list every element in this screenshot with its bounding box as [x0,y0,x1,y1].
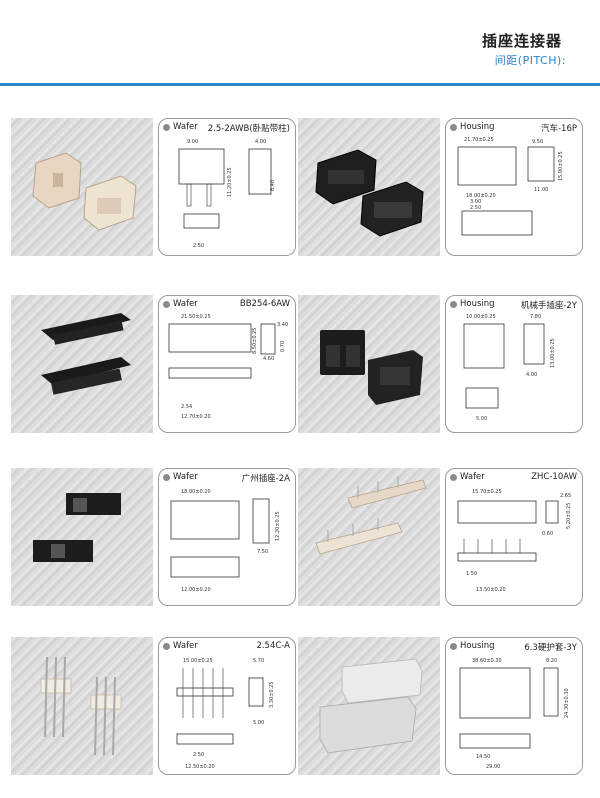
dimension-drawing: Housing 6.3硬护套-3Y 38.60±0.30 8.20 24.30±… [445,637,583,775]
dim-label: 1.50 [466,571,477,577]
dim-label: 0.70 [280,341,286,352]
dim-label: 14.50 [476,754,490,760]
dim-label: 8.40 [270,180,276,191]
dimension-drawing: Housing 汽车-16P 21.70±0.25 9.50 15.00±0.2… [445,118,583,256]
dim-label: 11.20±0.25 [227,167,233,197]
product-type: Wafer [460,472,485,482]
dim-label: 9.50 [532,139,543,145]
product-card: Wafer BB254-6AW 21.50±0.25 3.40 8.50±0.2… [11,295,296,433]
bullet-icon [450,123,457,131]
product-card: Wafer ZHC-10AW 15.70±0.25 2.65 5.20±0.25… [298,468,583,606]
bullet-icon [163,300,170,308]
dim-label: 18.00±0.20 [181,489,211,495]
product-card: Housing 汽车-16P 21.70±0.25 9.50 15.00±0.2… [298,118,583,256]
product-model: 2.5-2AWB(卧贴带柱) [207,124,290,134]
product-card: Wafer 2.54C-A 15.00±0.25 5.70 3.30±0.25 … [11,637,296,775]
dim-label: 15.00±0.25 [558,151,564,181]
dim-label: 4.00 [526,372,537,378]
dim-label: 2.50 [193,243,204,249]
dim-label: 2.54 [181,404,192,410]
product-type: Wafer [173,472,198,482]
product-type: Wafer [173,122,198,132]
product-photo [298,118,440,256]
dimension-drawing: Wafer ZHC-10AW 15.70±0.25 2.65 5.20±0.25… [445,468,583,606]
product-model: 机械手插座-2Y [520,301,577,311]
dim-label: 2.65 [560,493,571,499]
dim-label: 8.20 [546,658,557,664]
dim-label: 38.60±0.30 [472,658,502,664]
product-photo [11,637,153,775]
header-divider [0,83,600,86]
product-type: Housing [460,122,495,132]
dim-label: 5.70 [253,658,264,664]
product-card: Housing 机械手插座-2Y 10.00±0.25 7.80 13.00±0… [298,295,583,433]
dim-label: 3.30±0.25 [269,682,275,708]
dim-label: 5.00 [476,416,487,422]
product-model: 广州插座-2A [241,474,290,484]
dimension-drawing: Housing 机械手插座-2Y 10.00±0.25 7.80 13.00±0… [445,295,583,433]
dim-label: 7.50 [257,549,268,555]
product-photo [298,637,440,775]
product-type: Wafer [173,641,198,651]
bullet-icon [163,642,170,650]
dim-label: 0.60 [542,531,553,537]
dim-label: 11.00 [534,187,548,193]
dim-label: 12.00±0.20 [181,587,211,593]
bullet-icon [450,642,457,650]
product-card: Housing 6.3硬护套-3Y 38.60±0.30 8.20 24.30±… [298,637,583,775]
dimension-drawing: Wafer 2.5-2AWB(卧贴带柱) 9.00 4.00 11.20±0.2… [158,118,296,256]
bullet-icon [450,473,457,481]
dim-label: 4.00 [255,139,266,145]
dim-label: 21.50±0.25 [181,314,211,320]
dim-label: 8.50±0.25 [252,328,258,354]
dim-label: 24.30±0.30 [564,688,570,718]
dim-label: 12.70±0.20 [181,414,211,420]
bullet-icon [450,300,457,308]
product-model: ZHC-10AW [531,472,577,482]
product-type: Housing [460,299,495,309]
dim-label: 5.00 [253,720,264,726]
product-model: BB254-6AW [239,299,290,309]
dimension-drawing: Wafer 2.54C-A 15.00±0.25 5.70 3.30±0.25 … [158,637,296,775]
page-title: 插座连接器 [481,32,562,50]
product-photo [11,468,153,606]
dim-label: 12.20±0.25 [275,511,281,541]
product-type: Housing [460,641,495,651]
dim-label: 2.50 [470,205,481,211]
product-photo [11,118,153,256]
product-photo [298,295,440,433]
dim-label: 3.40 [277,322,288,328]
product-card: Wafer 2.5-2AWB(卧贴带柱) 9.00 4.00 11.20±0.2… [11,118,296,256]
product-photo [298,468,440,606]
dim-label: 13.50±0.20 [476,587,506,593]
dim-label: 2.50 [193,752,204,758]
dim-label: 3.00 [470,199,481,205]
dimension-drawing: Wafer BB254-6AW 21.50±0.25 3.40 8.50±0.2… [158,295,296,433]
dim-label: 9.00 [187,139,198,145]
dim-label: 18.00±0.20 [466,193,496,199]
dim-label: 12.50±0.20 [185,764,215,770]
product-photo [11,295,153,433]
dim-label: 29.00 [486,764,500,770]
product-model: 6.3硬护套-3Y [524,643,577,653]
dim-label: 7.80 [530,314,541,320]
dim-label: 10.00±0.25 [466,314,496,320]
dimension-drawing: Wafer 广州插座-2A 18.00±0.20 12.20±0.25 7.50… [158,468,296,606]
dim-label: 13.00±0.25 [550,338,556,368]
dim-label: 5.20±0.25 [566,503,572,529]
pitch-subtitle: 间距(PITCH): [494,54,566,67]
product-card: Wafer 广州插座-2A 18.00±0.20 12.20±0.25 7.50… [11,468,296,606]
page-header: 插座连接器 间距(PITCH): [0,0,600,90]
dim-label: 15.00±0.25 [183,658,213,664]
dim-label: 15.70±0.25 [472,489,502,495]
product-model: 2.54C-A [256,641,290,651]
dim-label: 4.60 [263,356,274,362]
bullet-icon [163,123,170,131]
dim-label: 21.70±0.25 [464,137,494,143]
product-model: 汽车-16P [540,124,577,134]
bullet-icon [163,473,170,481]
product-type: Wafer [173,299,198,309]
